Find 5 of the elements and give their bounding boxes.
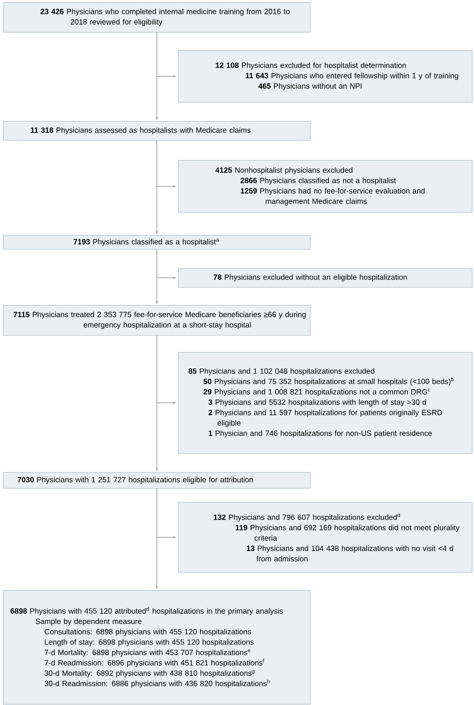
arrow [156,32,158,120]
arrow [156,488,158,589]
arrow [156,249,158,304]
arrow [156,140,158,234]
arrow [156,335,158,471]
